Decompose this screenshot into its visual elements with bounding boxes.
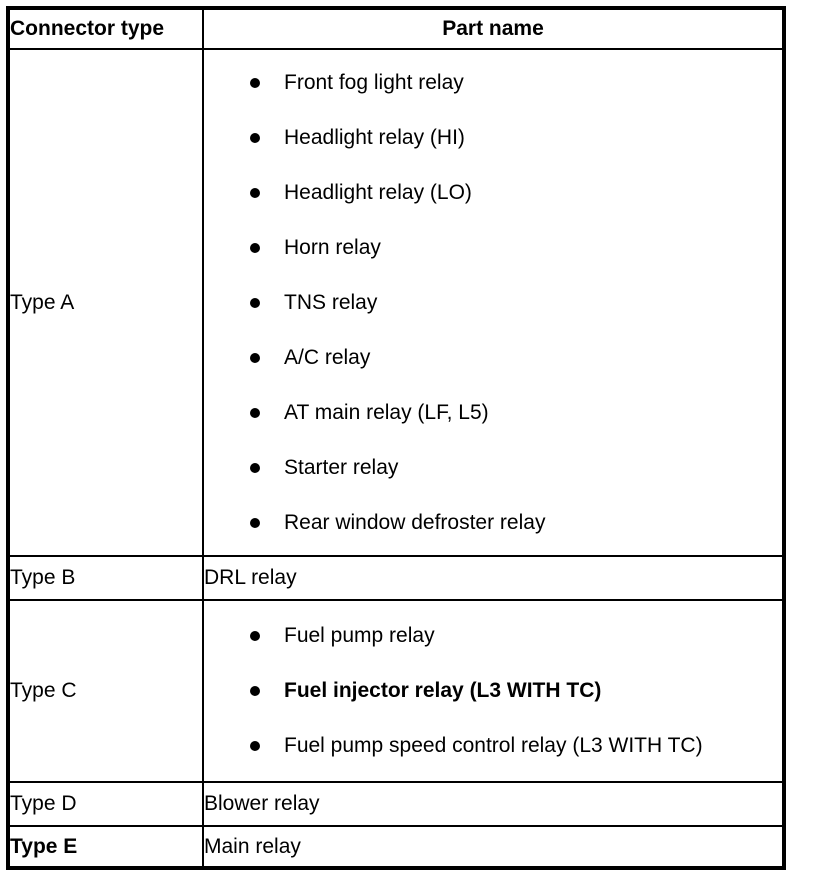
- table-body: Type A Front fog light relay Headlight r…: [7, 48, 785, 869]
- list-item-label: Headlight relay (LO): [284, 181, 472, 204]
- table-header: Connector type Part name: [7, 7, 785, 50]
- list-item-label: Front fog light relay: [284, 71, 464, 94]
- part-name-cell: Front fog light relay Headlight relay (H…: [202, 48, 785, 557]
- relay-connector-table: Connector type Part name Type A Front fo…: [6, 6, 786, 870]
- list-item: A/C relay: [204, 330, 782, 385]
- list-item-label: Starter relay: [284, 456, 399, 479]
- bullet-icon: [250, 630, 260, 641]
- bullet-icon: [250, 352, 260, 363]
- list-item: AT main relay (LF, L5): [204, 385, 782, 440]
- connector-type-label: Type C: [7, 599, 204, 783]
- table-row: Type A Front fog light relay Headlight r…: [7, 48, 785, 557]
- bullet-icon: [250, 462, 260, 473]
- relay-connector-table-page: Connector type Part name Type A Front fo…: [6, 6, 786, 870]
- part-name-cell: Blower relay: [202, 781, 785, 827]
- bullet-icon: [250, 685, 260, 696]
- connector-type-label: Type A: [7, 48, 204, 557]
- list-item-label: Fuel pump relay: [284, 624, 435, 647]
- list-item-label: TNS relay: [284, 291, 378, 314]
- part-name-cell: Fuel pump relay Fuel injector relay (L3 …: [202, 599, 785, 783]
- bullet-icon: [250, 297, 260, 308]
- list-item: Fuel injector relay (L3 WITH TC): [204, 663, 782, 718]
- list-item: Headlight relay (LO): [204, 165, 782, 220]
- list-item: Front fog light relay: [204, 55, 782, 110]
- bullet-icon: [250, 407, 260, 418]
- list-item: Horn relay: [204, 220, 782, 275]
- list-item-label: AT main relay (LF, L5): [284, 401, 489, 424]
- table-row: Type E Main relay: [7, 825, 785, 869]
- table-row: Type B DRL relay: [7, 555, 785, 601]
- bullet-icon: [250, 517, 260, 528]
- part-list-wrapper: Fuel pump relay Fuel injector relay (L3 …: [204, 603, 782, 779]
- part-name-cell: Main relay: [202, 825, 785, 869]
- table-row: Type D Blower relay: [7, 781, 785, 827]
- list-item-label: Fuel injector relay (L3 WITH TC): [284, 679, 602, 702]
- list-item-label: Fuel pump speed control relay (L3 WITH T…: [284, 734, 703, 757]
- list-item: Fuel pump relay: [204, 608, 782, 663]
- bullet-icon: [250, 740, 260, 751]
- list-item: TNS relay: [204, 275, 782, 330]
- part-list-wrapper: Front fog light relay Headlight relay (H…: [204, 50, 782, 555]
- list-item-label: A/C relay: [284, 346, 371, 369]
- bullet-icon: [250, 242, 260, 253]
- list-item: Rear window defroster relay: [204, 495, 782, 550]
- column-header-connector-type: Connector type: [7, 7, 204, 50]
- connector-type-label: Type B: [7, 555, 204, 601]
- part-name-list: Front fog light relay Headlight relay (H…: [204, 55, 782, 550]
- connector-type-label: Type D: [7, 781, 204, 827]
- list-item: Fuel pump speed control relay (L3 WITH T…: [204, 718, 782, 773]
- bullet-icon: [250, 77, 260, 88]
- bullet-icon: [250, 187, 260, 198]
- part-name-cell: DRL relay: [202, 555, 785, 601]
- list-item-label: Rear window defroster relay: [284, 511, 546, 534]
- table-row: Type C Fuel pump relay Fuel injector rel…: [7, 599, 785, 783]
- list-item: Starter relay: [204, 440, 782, 495]
- list-item: Headlight relay (HI): [204, 110, 782, 165]
- table-header-row: Connector type Part name: [7, 7, 785, 50]
- list-item-label: Horn relay: [284, 236, 381, 259]
- column-header-part-name: Part name: [202, 7, 785, 50]
- list-item-label: Headlight relay (HI): [284, 126, 465, 149]
- part-name-list: Fuel pump relay Fuel injector relay (L3 …: [204, 608, 782, 773]
- bullet-icon: [250, 132, 260, 143]
- connector-type-label: Type E: [7, 825, 204, 869]
